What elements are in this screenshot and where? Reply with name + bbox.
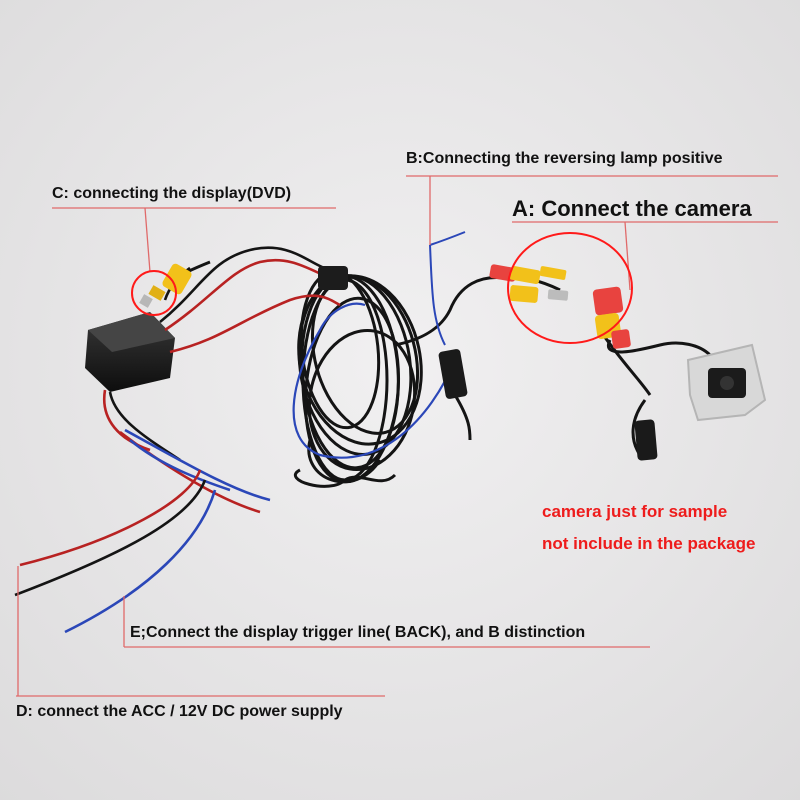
- camera-housing: [634, 343, 767, 461]
- box-wires: [14, 246, 341, 634]
- camera-callout-line: [624, 221, 631, 291]
- label-power-supply: D: connect the ACC / 12V DC power supply: [16, 703, 343, 720]
- camera-connectors: [489, 264, 631, 349]
- label-camera: A: Connect the camera: [512, 196, 752, 221]
- blue-wire-loop: [292, 302, 457, 459]
- display-rca-plug: [139, 260, 211, 308]
- inline-connector-top: [318, 266, 348, 290]
- highlight-circle-camera: [507, 232, 633, 344]
- label-reversing-lamp: B:Connecting the reversing lamp positive: [406, 150, 723, 167]
- note-not-included: not include in the package: [542, 534, 756, 553]
- inline-connector: [438, 349, 468, 399]
- note-sample-camera: camera just for sample: [542, 502, 728, 521]
- label-display: C: connecting the display(DVD): [52, 185, 292, 202]
- highlight-circle-display: [131, 270, 177, 316]
- callout-lines: [16, 175, 778, 697]
- junction-box: [85, 312, 175, 392]
- label-trigger-line: E;Connect the display trigger line( BACK…: [130, 624, 586, 641]
